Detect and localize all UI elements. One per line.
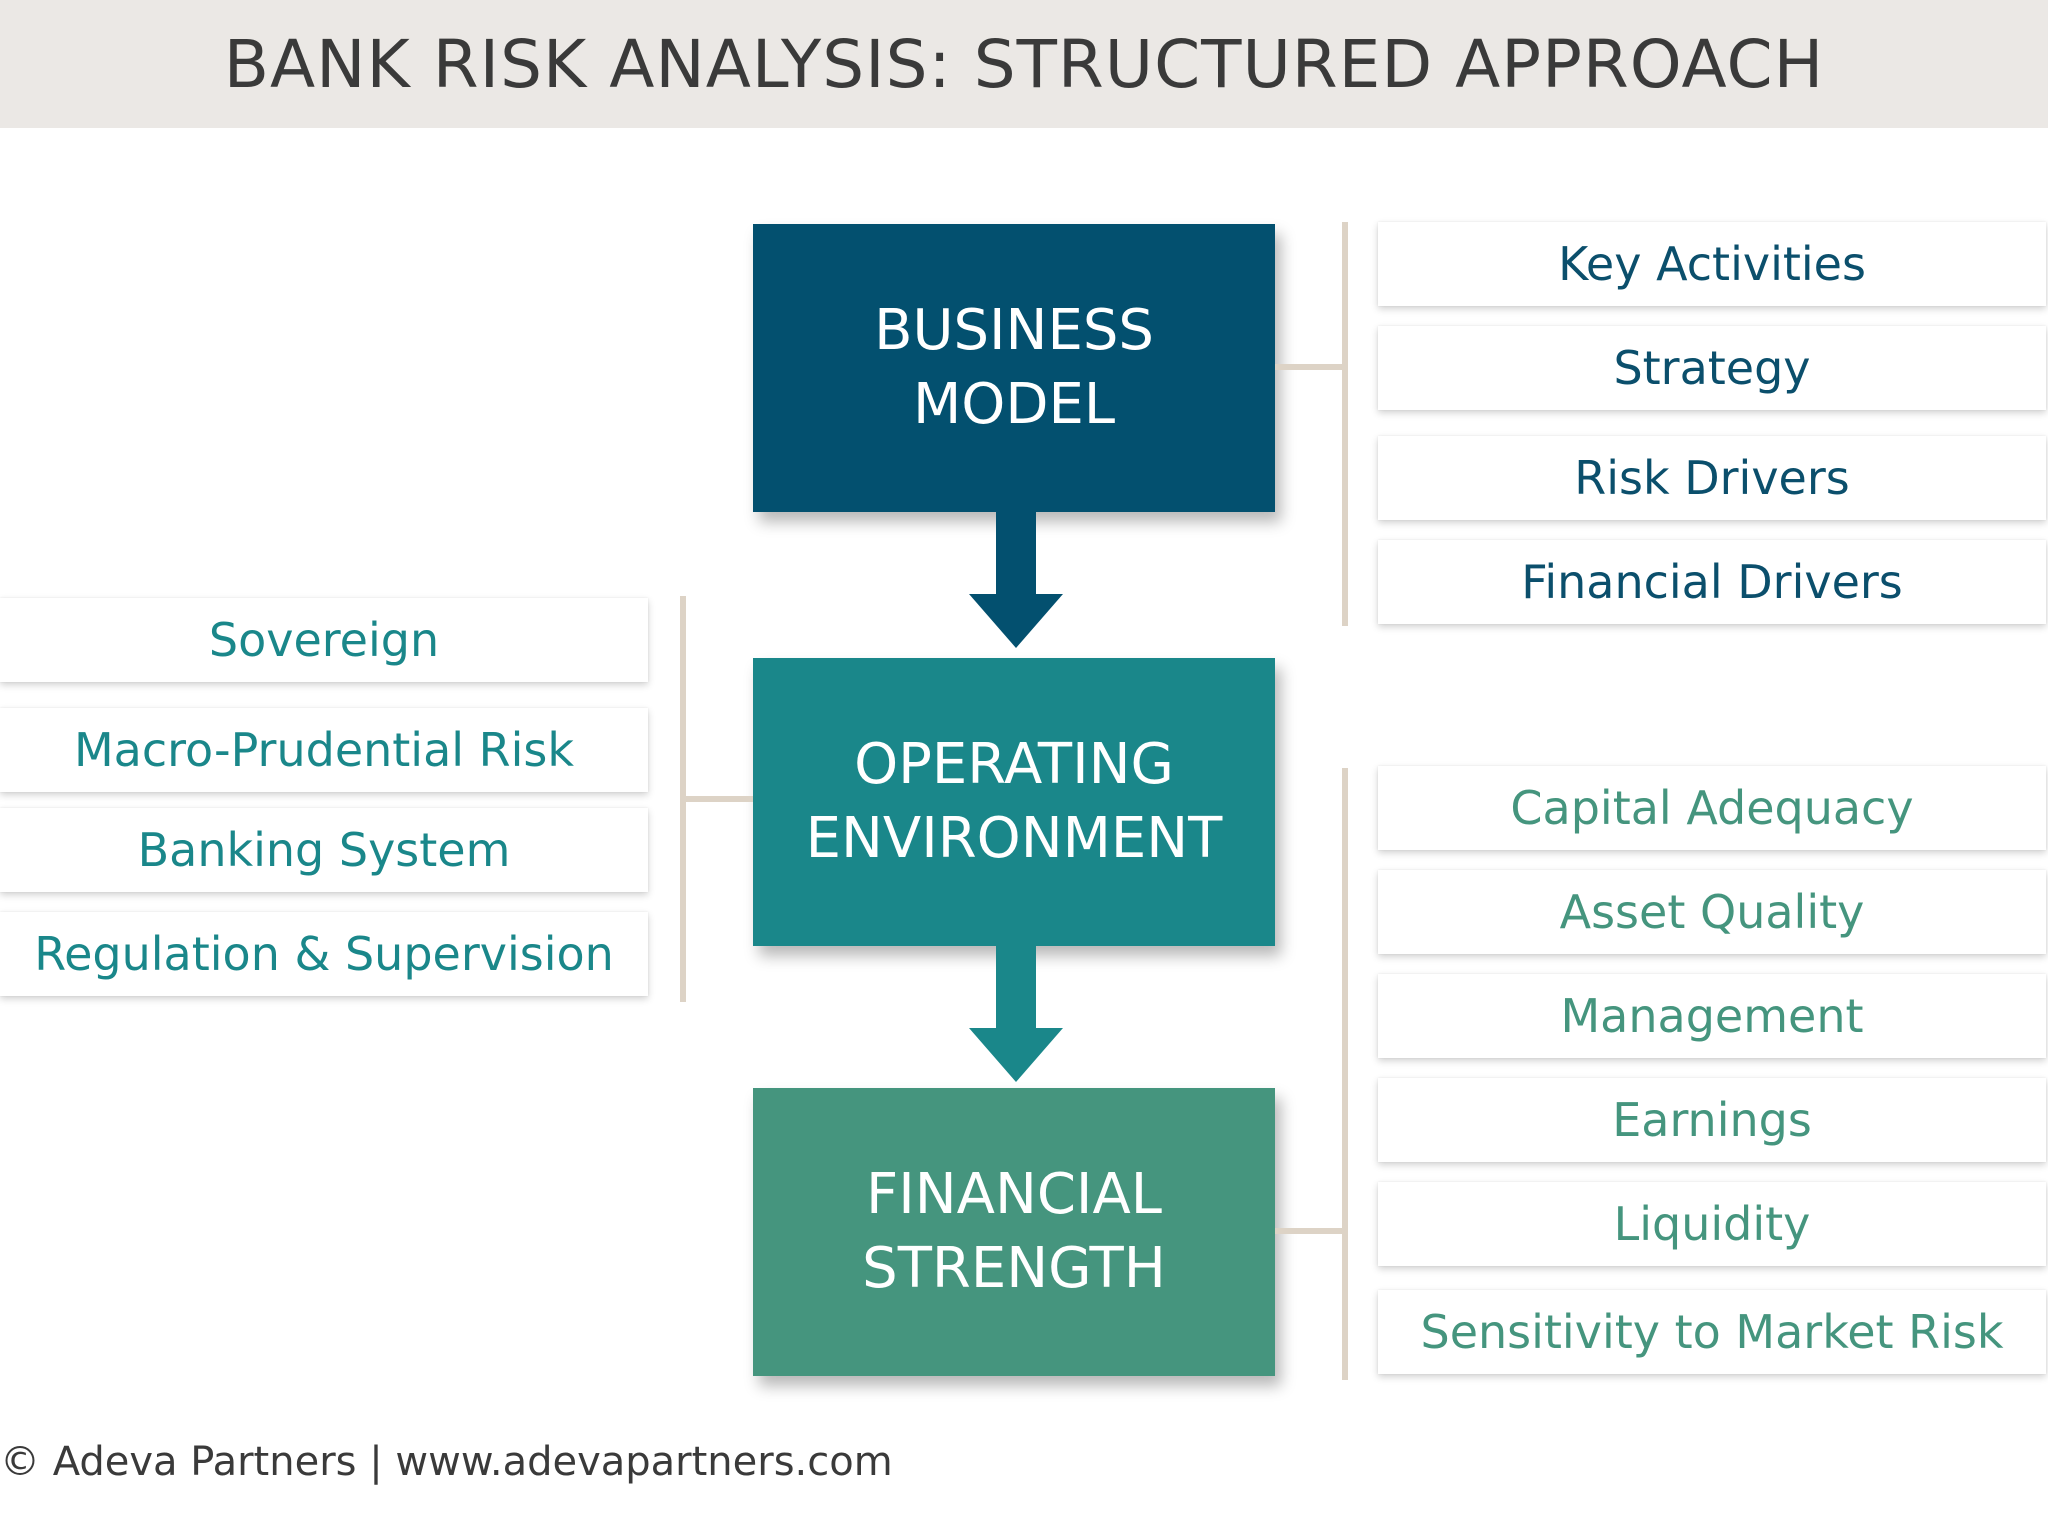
item-earnings: Earnings — [1378, 1078, 2046, 1162]
item-strategy: Strategy — [1378, 326, 2046, 410]
business-model-label-line2: MODEL — [912, 372, 1116, 437]
item-key-activities: Key Activities — [1378, 222, 2046, 306]
financial-strength-box: FINANCIAL STRENGTH — [753, 1088, 1275, 1376]
item-sovereign: Sovereign — [0, 598, 648, 682]
item-sensitivity-market-risk: Sensitivity to Market Risk — [1378, 1290, 2046, 1374]
item-capital-adequacy: Capital Adequacy — [1378, 766, 2046, 850]
operating-environment-label-line1: OPERATING — [854, 732, 1174, 797]
item-risk-drivers: Risk Drivers — [1378, 436, 2046, 520]
down-arrow-icon — [969, 512, 1063, 648]
footer-credit: © Adeva Partners | www.adevapartners.com — [0, 1439, 893, 1485]
item-macro-prudential-risk: Macro-Prudential Risk — [0, 708, 648, 792]
business-model-bracket — [1342, 222, 1348, 626]
financial-strength-label-line2: STRENGTH — [862, 1236, 1166, 1301]
item-management: Management — [1378, 974, 2046, 1058]
item-liquidity: Liquidity — [1378, 1182, 2046, 1266]
item-asset-quality: Asset Quality — [1378, 870, 2046, 954]
financial-strength-label-line1: FINANCIAL — [866, 1162, 1162, 1227]
title-band: BANK RISK ANALYSIS: STRUCTURED APPROACH — [0, 0, 2048, 128]
operating-environment-box: OPERATING ENVIRONMENT — [753, 658, 1275, 946]
item-financial-drivers: Financial Drivers — [1378, 540, 2046, 624]
operating-environment-label-line2: ENVIRONMENT — [805, 806, 1223, 871]
financial-strength-bracket — [1342, 768, 1348, 1380]
financial-strength-connector — [1275, 1228, 1345, 1234]
business-model-label-line1: BUSINESS — [874, 298, 1154, 363]
operating-environment-connector — [683, 796, 753, 802]
business-model-box: BUSINESS MODEL — [753, 224, 1275, 512]
business-model-connector — [1275, 364, 1345, 370]
page-title: BANK RISK ANALYSIS: STRUCTURED APPROACH — [223, 25, 1825, 103]
item-regulation-supervision: Regulation & Supervision — [0, 912, 648, 996]
down-arrow-icon — [969, 946, 1063, 1082]
item-banking-system: Banking System — [0, 808, 648, 892]
